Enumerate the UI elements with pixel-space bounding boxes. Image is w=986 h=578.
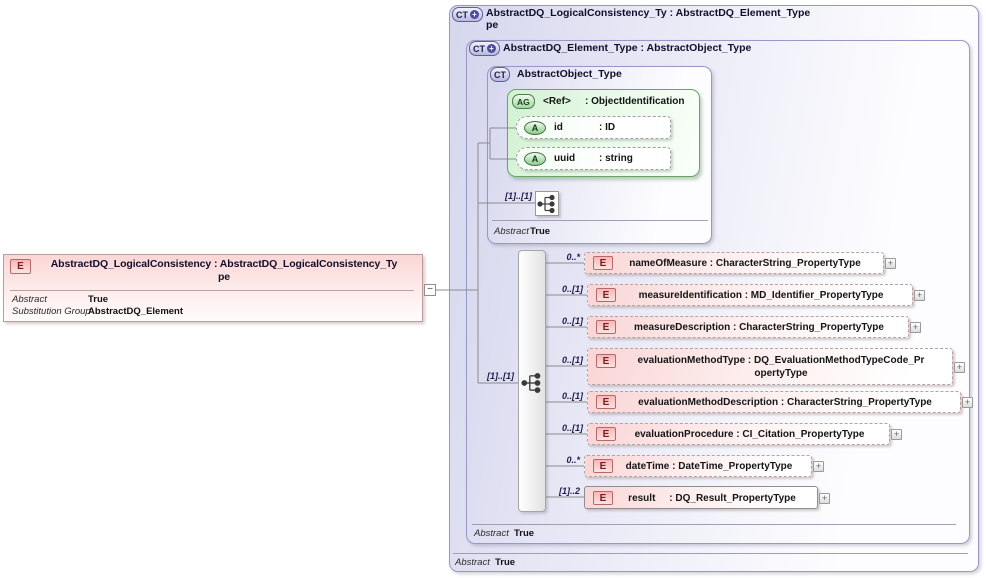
element-label: result : DQ_Result_PropertyType	[628, 493, 796, 504]
ct-badge-label: CT	[473, 43, 485, 54]
element-badge: E	[10, 259, 31, 274]
sequence-icon	[537, 194, 555, 213]
element-badge: E	[596, 395, 616, 409]
abstract-value: True	[495, 557, 516, 568]
element-label: measureDescription : CharacterString_Pro…	[634, 322, 884, 333]
expand-button[interactable]: +	[962, 397, 973, 408]
element-row-evaluationMethodType[interactable]: E evaluationMethodType : DQ_EvaluationMe…	[587, 348, 965, 385]
element-badge: E	[596, 320, 616, 334]
attribute-group-type: : ObjectIdentification	[585, 96, 685, 107]
expand-button[interactable]: +	[819, 493, 830, 504]
element-cardinality: 0..[1]	[561, 391, 583, 401]
abstract-value: True	[514, 528, 535, 539]
element-row-dateTime[interactable]: E dateTime : DateTime_PropertyType +	[584, 455, 824, 477]
element-badge: E	[593, 459, 613, 473]
object-type-title: AbstractObject_Type	[517, 68, 622, 80]
substitution-group-value: AbstractDQ_Element	[88, 306, 184, 317]
attribute-row-uuid[interactable]: A uuid : string	[516, 147, 671, 170]
element-title-line2: pe	[217, 271, 231, 283]
divider	[10, 290, 414, 291]
element-label: evaluationMethodDescription : CharacterS…	[638, 397, 932, 408]
element-badge: E	[596, 288, 616, 302]
extension-icon: +	[470, 10, 479, 19]
attribute-row-id[interactable]: A id : ID	[516, 116, 671, 139]
element-row-measureDescription[interactable]: E measureDescription : CharacterString_P…	[587, 316, 921, 338]
abstract-label: Abstract	[12, 294, 47, 305]
collapse-button[interactable]: −	[424, 284, 436, 296]
element-cardinality: [1]..2	[558, 486, 580, 496]
divider	[492, 220, 708, 221]
element-row-nameOfMeasure[interactable]: E nameOfMeasure : CharacterString_Proper…	[584, 252, 896, 274]
complex-type-badge: CT +	[469, 41, 500, 56]
element-label: nameOfMeasure : CharacterString_Property…	[629, 258, 861, 269]
element-cardinality: 0..[1]	[561, 423, 583, 433]
element-title-line1: AbstractDQ_LogicalConsistency : Abstract…	[50, 258, 398, 270]
element-label: dateTime : DateTime_PropertyType	[625, 461, 793, 472]
divider	[453, 553, 968, 554]
element-declaration-box[interactable]	[3, 254, 423, 322]
sequence-cardinality: [1]..[1]	[505, 191, 532, 201]
sequence-icon	[521, 372, 543, 399]
attribute-name: id	[554, 122, 563, 133]
element-label: evaluationProcedure : CI_Citation_Proper…	[634, 429, 865, 440]
abstract-label: Abstract	[455, 557, 490, 568]
element-title: AbstractDQ_LogicalConsistency : Abstract…	[30, 258, 418, 284]
sequence-icon-box[interactable]	[535, 191, 559, 216]
expand-button[interactable]: +	[910, 322, 921, 333]
attribute-badge: A	[524, 120, 546, 135]
element-cardinality: 0..[1]	[561, 284, 583, 294]
divider	[472, 524, 956, 525]
element-cardinality: 0..[1]	[561, 316, 583, 326]
element-badge: E	[596, 427, 616, 441]
expand-button[interactable]: +	[954, 362, 965, 373]
element-row-evaluationProcedure[interactable]: E evaluationProcedure : CI_Citation_Prop…	[587, 423, 902, 445]
element-cardinality: 0..*	[566, 455, 580, 465]
element-badge: E	[593, 256, 613, 270]
parent-type-title: AbstractDQ_Element_Type : AbstractObject…	[503, 42, 752, 54]
expand-button[interactable]: +	[891, 429, 902, 440]
attribute-type: : string	[599, 153, 633, 164]
element-row-result[interactable]: E result : DQ_Result_PropertyType +	[584, 486, 830, 509]
expand-button[interactable]: +	[813, 461, 824, 472]
abstract-value: True	[530, 226, 551, 237]
ct-badge-label: CT	[494, 69, 506, 80]
element-cardinality: 0..*	[566, 252, 580, 262]
element-label: evaluationMethodType : DQ_EvaluationMeth…	[637, 355, 925, 379]
element-badge: E	[593, 491, 613, 505]
element-badge: E	[596, 354, 616, 368]
attribute-name: uuid	[554, 153, 576, 164]
abstract-label: Abstract	[474, 528, 509, 539]
outer-type-title: AbstractDQ_LogicalConsistency_Ty : Abstr…	[486, 7, 811, 19]
element-label: measureIdentification : MD_Identifier_Pr…	[638, 290, 884, 301]
attribute-type: : ID	[599, 122, 616, 133]
extension-icon: +	[487, 44, 496, 53]
element-row-evaluationMethodDescription[interactable]: E evaluationMethodDescription : Characte…	[587, 391, 973, 413]
complex-type-badge: CT +	[452, 7, 483, 22]
abstract-value: True	[88, 294, 109, 305]
element-row-measureIdentification[interactable]: E measureIdentification : MD_Identifier_…	[587, 284, 925, 306]
expand-button[interactable]: +	[914, 290, 925, 301]
attribute-badge: A	[524, 151, 546, 166]
expand-button[interactable]: +	[885, 258, 896, 269]
sequence-cardinality: [1]..[1]	[487, 371, 514, 381]
ct-badge-label: CT	[456, 9, 468, 20]
abstract-label: Abstract	[494, 226, 529, 237]
attribute-group-badge: AG	[512, 94, 535, 109]
substitution-group-label: Substitution Group	[12, 306, 91, 317]
complex-type-badge: CT	[490, 67, 510, 82]
outer-type-title-wrap: pe	[486, 19, 499, 31]
element-cardinality: 0..[1]	[561, 355, 583, 365]
attribute-group-name: <Ref>	[543, 96, 571, 107]
